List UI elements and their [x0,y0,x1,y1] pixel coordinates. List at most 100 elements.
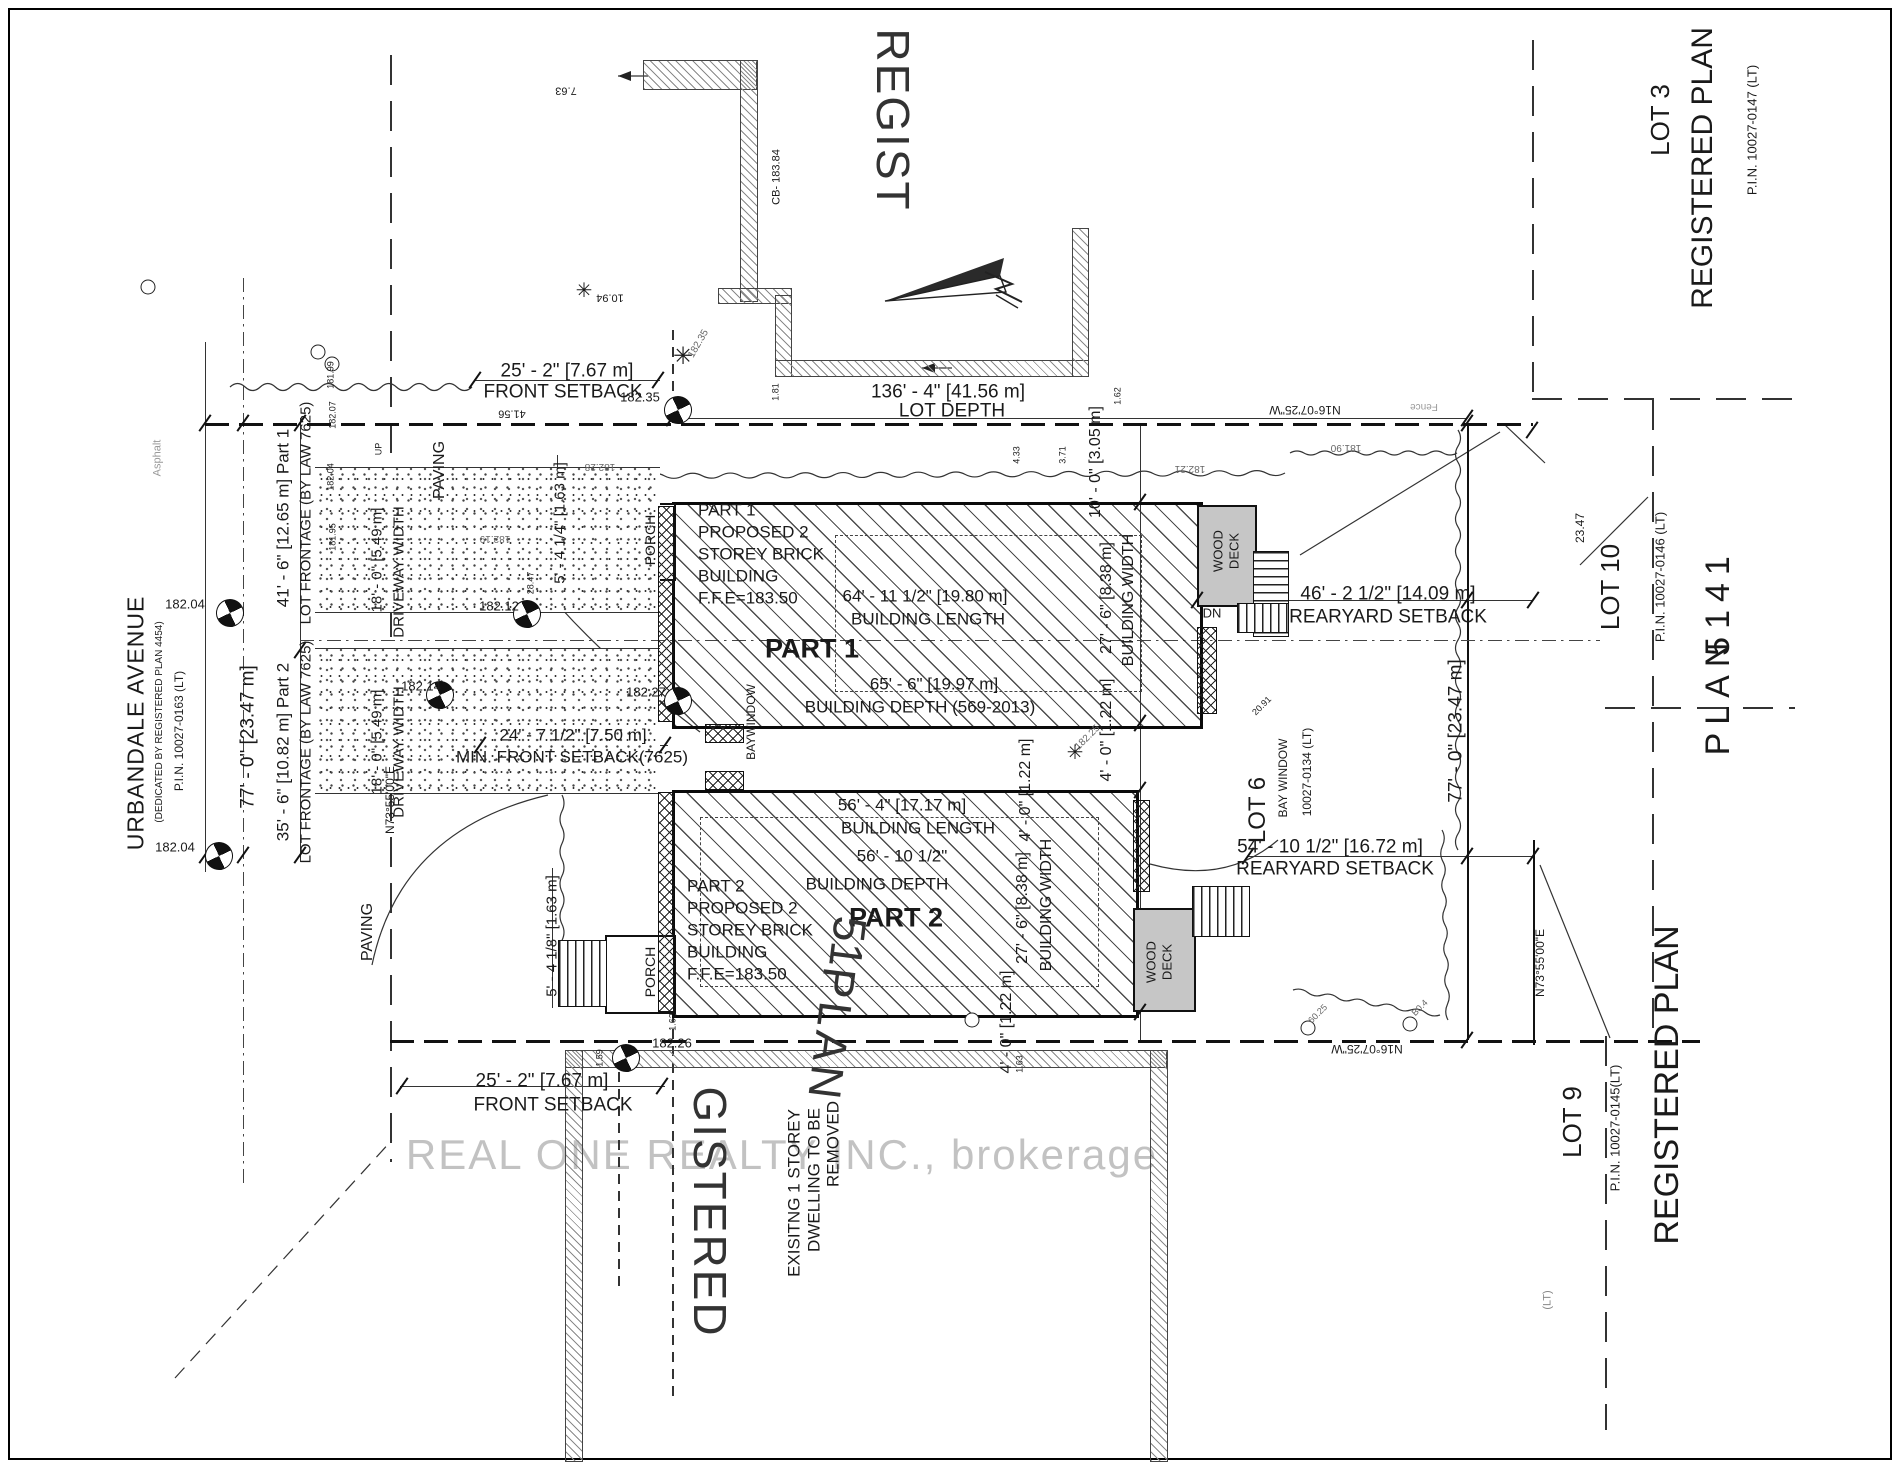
margin-dash-1 [1532,398,1795,400]
ghost-gistered: GISTERED [684,1086,736,1338]
rearyard2-dim: 54' - 10 1/2" [16.72 m] [1237,836,1423,858]
survey-marker-icon-0 [310,344,326,360]
tiny-18199: 181.99 [325,361,336,389]
part1-length-dim: 64' - 11 1/2" [19.80 m] [842,586,1008,606]
gap-dim-2: 4' - 0" [1.22 m] [1017,738,1034,842]
elev-18204-b: 182.04 [155,839,195,855]
part2-bay-strip [1133,800,1150,892]
deck2-label-2: DECK [1159,943,1175,981]
diag-dash-sw [174,1139,393,1379]
porch2-dim-line [552,868,553,1008]
tiny-162b: 1.62 [667,1013,678,1031]
star-3: ✳ [575,280,593,302]
street-centerline [243,278,245,1185]
elev-18227: 182.27 [626,684,666,700]
survey-marker-icon-5 [1402,1016,1418,1032]
tiny-2847: 28.47 [525,571,536,595]
lot3-label: LOT 3 [1645,84,1675,156]
lot-depth-label: LOT DEPTH [898,400,1006,422]
elev-18226: 182.26 [652,1035,692,1051]
lot-line-north [205,423,1533,426]
exist-north-band-5 [775,360,1089,377]
lot3-pin: P.I.N. 10027-0147 (LT) [1744,64,1760,196]
diag-leader-2 [1504,424,1546,464]
street-name: URBANDALE AVENUE [122,595,149,851]
part2-text-2: PROPOSED 2 [687,898,798,918]
tiny-up: UP [373,442,384,456]
lot6-pin: 10027-0134 (LT) [1300,727,1314,817]
part1-title: PART 1 [764,633,860,664]
lot-frontage-bylaw-2: LOT FRONTAGE (BY LAW 7625) [297,640,315,864]
plan-5141-word: PLAN [1699,634,1737,756]
exist-north-band-2 [740,60,758,302]
part1-length-label: BUILDING LENGTH [851,609,1005,629]
tiny-371: 3.71 [1057,446,1068,464]
min-front-setback-label: MIN. FRONT SETBACK(7625) [455,747,689,767]
rearyard2-label: REARYARD SETBACK [1236,858,1434,880]
driveway1-label: DRIVEWAY WIDTH [390,506,408,638]
plan-boundary-c [1605,1036,1607,1430]
registered-plan-top: REGISTERED PLAN [1686,27,1719,309]
dist-2347: 23.47 [1573,512,1587,544]
tiny-18221: 182.21 [1174,463,1206,474]
front-setback-dim-bottom [400,1086,665,1087]
baywindow-label: BAYWINDOW [744,684,758,760]
dist-763: 7.63 [555,84,577,97]
part2-building [672,790,1139,1018]
width-dim-line [1140,423,1141,1040]
rearyard1-label: REARYARD SETBACK [1289,606,1487,628]
survey-marker-icon-2 [140,279,156,295]
tiny-18207: 182.07 [327,401,338,429]
part1-chimney-strip [1197,627,1217,714]
exist-north-band-6 [1072,228,1089,377]
min-front-setback-dim: 24' - 7 1/2" [7.50 m] [499,725,647,745]
baywindow2-label: BAY WINDOW [1276,738,1290,818]
bearing-n16-top: N16°07'25"W [1269,403,1341,417]
part2-front-strip [658,792,674,1012]
porch2-offset: 5' - 4 1/8" [1.63 m] [543,875,561,997]
dwelling-note-1: EXISITNG 1 STOREY [784,1109,804,1277]
part2-title: PART 2 [848,902,944,933]
bearing-n16-bottom: N16°07'25"W [1331,1042,1403,1056]
part2-width-dim: 27' - 6" [8.38 m] [1014,852,1031,964]
paving-label-2: PAVING [359,902,376,962]
dwelling-note-2: DWELLING TO BE [804,1108,824,1252]
part2-text-3: STOREY BRICK [687,920,813,940]
part2-text-1: PART 2 [687,876,745,896]
dwelling-note-3: REMOVED [823,1101,843,1187]
front-line-upper [672,330,674,423]
lot9-pin: P.I.N. 10027-0145(LT) [1607,1064,1623,1192]
part1-depth-label: BUILDING DEPTH (569-2013) [804,697,1036,717]
part2-text-5: F.F.E=183.50 [687,964,787,984]
dwelling-band-left [565,1050,583,1462]
leader-baywindow-2 [1149,839,1279,872]
registered-plan-bottom: REGISTERED PLAN [1648,925,1686,1245]
star-2: ✳ [1066,742,1084,764]
rear-lot-line [1467,423,1469,1040]
rearyard1-dim: 46' - 2 1/2" [14.09 m] [1300,583,1476,605]
part2-inner-dash [700,817,1099,987]
deck2-label-1: WOOD [1143,941,1159,983]
tiny-asphalt: Asphalt [151,439,164,477]
tiny-18219: 182.19 [479,533,511,544]
bldg-width-gap1: 10' - 0" [3.05 m] [1087,406,1104,518]
tiny-18190: 181.90 [1330,442,1362,453]
elev-18212: 182.12 [479,598,519,614]
part1-text-1: PART 1 [698,500,756,520]
tiny-18195: 181.95 [327,523,338,551]
part2-text-4: BUILDING [687,942,768,962]
diag-leader-4 [1539,864,1611,1039]
front-setback-top-label: FRONT SETBACK [483,381,643,403]
ghost-regist: REGIST [867,28,919,212]
dwelling-wall-dash [618,1055,620,1290]
bearing-n73-right: N73°55'00"E [1533,928,1547,998]
porch1-label: PORCH [642,514,658,566]
stairs-deck2 [1192,886,1250,937]
tiny-159: 1.59 [594,1049,605,1067]
part1-text-3: STOREY BRICK [698,544,824,564]
rearyard2-dim-line [1248,856,1533,857]
star-1: ✳ [672,343,694,370]
driveway-2 [315,648,660,794]
arrowhead-1 [618,71,631,81]
